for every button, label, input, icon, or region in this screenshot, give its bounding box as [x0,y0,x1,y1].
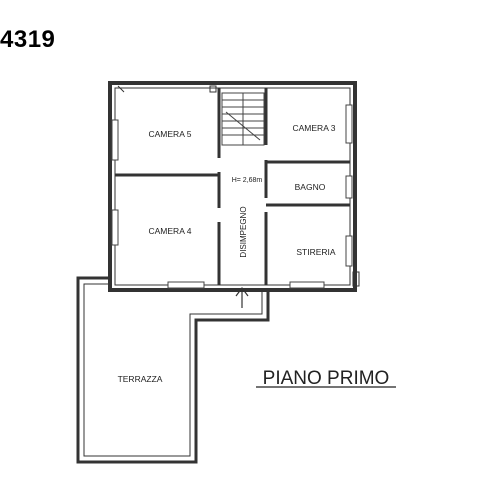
room-label-bagno: BAGNO [295,182,326,192]
height-label: H= 2,68m [232,177,263,184]
room-label-disimpegno: DISIMPEGNO [239,206,248,257]
room-label-camera3: CAMERA 3 [293,123,336,133]
window-camera4-south [167,281,205,289]
plan-code: 4319 [0,26,56,53]
room-label-camera5: CAMERA 5 [149,129,192,139]
interior-walls [115,88,350,285]
entrance-arrow [235,287,249,308]
corner-markers [117,85,360,287]
window-stireria-south [289,281,325,289]
staircase [221,92,265,146]
windows [111,104,353,289]
window-camera3 [345,104,353,144]
room-label-camera4: CAMERA 4 [149,226,192,236]
window-stireria [345,235,353,267]
plan-title: PIANO PRIMO [263,368,390,389]
window-bagno [345,175,353,199]
window-camera5 [111,119,119,161]
room-label-stireria: STIRERIA [296,247,336,257]
room-label-terrazza: TERRAZZA [118,374,163,384]
window-camera4 [111,209,119,246]
terrace-walls [76,276,270,464]
